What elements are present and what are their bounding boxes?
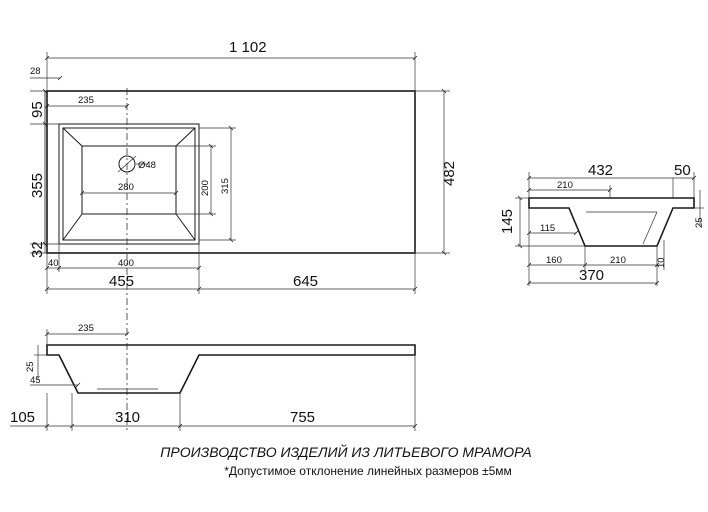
bowl-inner bbox=[81, 145, 177, 215]
dim-105: 105 bbox=[10, 409, 35, 426]
dim-160: 160 bbox=[546, 255, 562, 266]
dim-front-45: 45 bbox=[30, 375, 41, 386]
dim-front-25: 25 bbox=[25, 361, 36, 372]
dim-25-side: 25 bbox=[694, 217, 705, 228]
dim-28: 28 bbox=[30, 66, 41, 77]
caption-title: ПРОИЗВОДСТВО ИЗДЕЛИЙ ИЗ ЛИТЬЕВОГО МРАМОР… bbox=[160, 444, 532, 460]
dim-50: 50 bbox=[674, 162, 691, 179]
front-view bbox=[46, 344, 416, 394]
front-profile bbox=[46, 344, 416, 394]
dim-210-bottom: 210 bbox=[610, 255, 626, 266]
dim-370: 370 bbox=[579, 267, 604, 284]
dim-355: 355 bbox=[29, 173, 46, 198]
dim-115: 115 bbox=[540, 223, 555, 234]
dim-482: 482 bbox=[441, 161, 458, 186]
dim-front-235: 235 bbox=[78, 323, 94, 334]
dim-overall-length: 1 102 bbox=[229, 39, 267, 56]
side-profile bbox=[528, 197, 695, 247]
dim-32: 32 bbox=[29, 241, 46, 258]
dim-235: 235 bbox=[78, 95, 94, 106]
dim-455: 455 bbox=[109, 273, 134, 290]
bowl-outer bbox=[58, 123, 200, 245]
drain-hole bbox=[118, 155, 136, 173]
dim-10: 10 bbox=[656, 257, 667, 268]
dim-210-top: 210 bbox=[557, 180, 573, 191]
dim-95: 95 bbox=[29, 101, 46, 118]
dim-drain: Ø48 bbox=[138, 160, 156, 171]
dim-645: 645 bbox=[293, 273, 318, 290]
dim-280: 280 bbox=[118, 182, 134, 193]
countertop-outline bbox=[46, 90, 416, 254]
top-view bbox=[46, 88, 416, 430]
side-view bbox=[528, 197, 695, 247]
dim-755: 755 bbox=[290, 409, 315, 426]
dim-200: 200 bbox=[200, 180, 211, 196]
dim-315: 315 bbox=[220, 178, 231, 194]
dim-432: 432 bbox=[588, 162, 613, 179]
dim-40: 40 bbox=[48, 258, 59, 269]
dim-400: 400 bbox=[118, 258, 134, 269]
caption-note: *Допустимое отклонение линейных размеров… bbox=[224, 464, 512, 478]
dim-145: 145 bbox=[499, 209, 516, 234]
dim-310: 310 bbox=[115, 409, 140, 426]
